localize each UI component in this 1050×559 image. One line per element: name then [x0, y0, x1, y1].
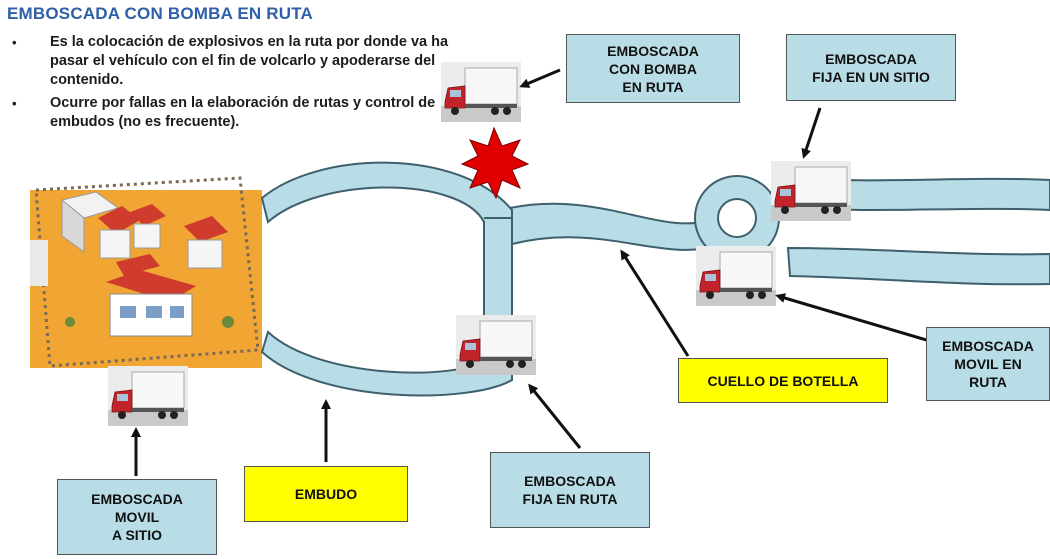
bullet-item: Es la colocación de explosivos en la rut…: [10, 33, 460, 90]
label-emboscada-fija-sitio: EMBOSCADA FIJA EN UN SITIO: [786, 34, 956, 101]
explosion-icon: [460, 126, 530, 200]
label-emboscada-movil-sitio: EMBOSCADA MOVIL A SITIO: [57, 479, 217, 555]
bullet-item: Ocurre por fallas en la elaboración de r…: [10, 94, 460, 132]
truck-icon: [440, 61, 522, 123]
truck-icon: [455, 314, 537, 376]
compound-illustration: [30, 168, 262, 368]
arrows: [131, 68, 941, 476]
page-title: EMBOSCADA CON BOMBA EN RUTA: [7, 4, 314, 23]
label-emboscada-con-bomba: EMBOSCADA CON BOMBA EN RUTA: [566, 34, 740, 103]
arrow: [775, 293, 941, 346]
label-embudo: EMBUDO: [244, 466, 408, 522]
bullet-list: Es la colocación de explosivos en la rut…: [10, 33, 460, 136]
arrow: [620, 249, 690, 357]
road-network: [260, 161, 1050, 397]
label-cuello-botella: CUELLO DE BOTELLA: [678, 358, 888, 403]
arrow: [801, 107, 822, 159]
label-emboscada-fija-ruta: EMBOSCADA FIJA EN RUTA: [490, 452, 650, 528]
arrow: [519, 68, 561, 88]
label-emboscada-movil-ruta: EMBOSCADA MOVIL EN RUTA: [926, 327, 1050, 401]
truck-icon: [107, 365, 189, 427]
truck-icon: [695, 245, 777, 307]
truck-icon: [770, 160, 852, 222]
arrow: [528, 383, 582, 449]
